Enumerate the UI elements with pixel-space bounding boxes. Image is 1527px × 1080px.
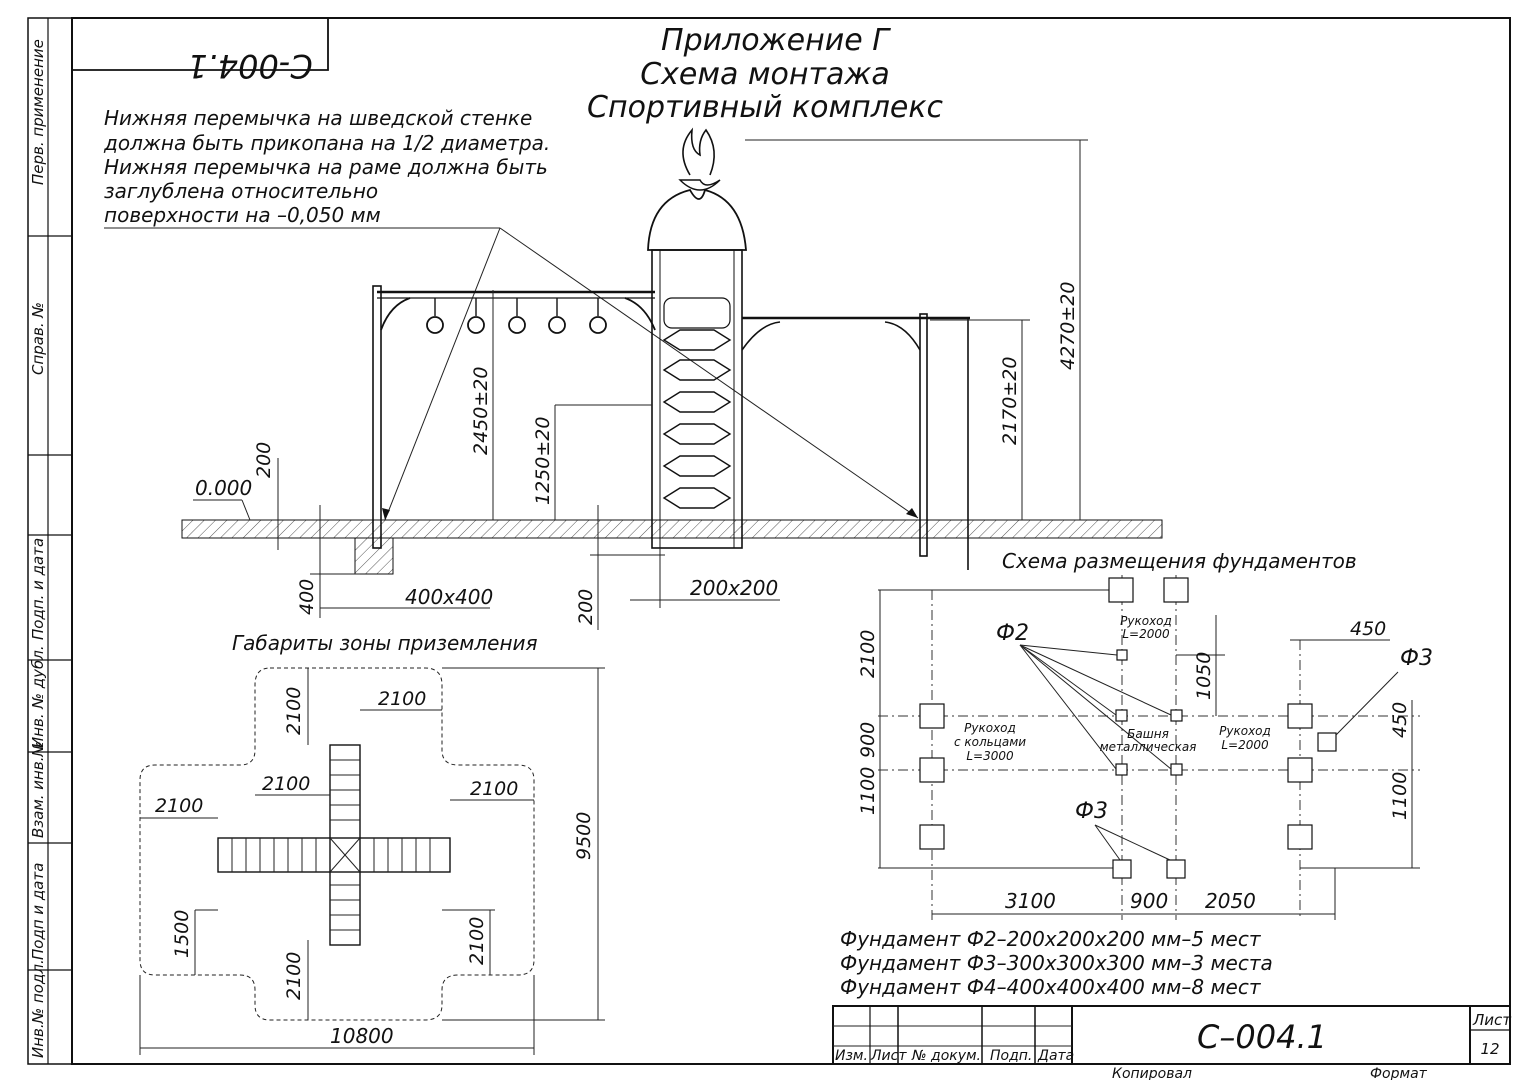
- fd-dim-450-v: 450: [1389, 702, 1411, 738]
- foundation-layout: Схема размещения фундаментов Ф2: [857, 549, 1433, 920]
- tb-header-date: Дата: [1037, 1048, 1074, 1064]
- note-line: Нижняя перемычка на раме должна быть: [104, 155, 548, 179]
- foundation-title: Схема размещения фундаментов: [1002, 549, 1357, 573]
- stamp-code-mirrored: С-004.1: [187, 47, 313, 85]
- side-label-sign-date-1: Подп. и дата: [29, 538, 47, 640]
- tb-sheet-label: Лист: [1472, 1011, 1512, 1029]
- dim-200x200: 200х200: [690, 576, 778, 600]
- side-label-repl-inv: Взам. инв.№: [29, 741, 47, 838]
- zone-rail-top-len: L=2000: [1122, 627, 1170, 641]
- zone-rail-right: Рукоход: [1219, 724, 1271, 738]
- scheme-title: Схема монтажа: [640, 57, 890, 92]
- tb-header-sign: Подп.: [990, 1048, 1032, 1064]
- note-line: Нижняя перемычка на шведской стенке: [104, 106, 532, 130]
- zone-rail-right-len: L=2000: [1221, 738, 1269, 752]
- tb-header-doc: № докум.: [911, 1048, 981, 1064]
- lz-dim-left-arm: 2100: [262, 773, 310, 795]
- dim-2170: 2170±20: [999, 357, 1021, 445]
- fd-dim-2050: 2050: [1205, 889, 1256, 913]
- fd-dim-3100: 3100: [1005, 889, 1056, 913]
- fd-dim-900-h: 900: [1130, 889, 1168, 913]
- ground-strip: [181, 519, 1163, 539]
- foundation-note: Фундамент Ф3–300х300х300 мм–3 места: [840, 951, 1273, 975]
- label-f2: Ф2: [996, 621, 1029, 646]
- lz-dim-far-left: 2100: [155, 795, 203, 817]
- side-label-inv-orig: Инв.№ подл.: [29, 959, 47, 1058]
- title-block: Изм. Лист № докум. Подп. Дата С–004.1 Ли…: [832, 1005, 1512, 1080]
- fd-dim-450-h: 450: [1350, 618, 1386, 640]
- fd-dim-2100: 2100: [857, 630, 879, 678]
- tb-format: Формат: [1370, 1066, 1428, 1080]
- zone-rail-top: Рукоход: [1120, 614, 1172, 628]
- tb-copied: Копировал: [1112, 1066, 1192, 1080]
- dim-200-top: 200: [253, 442, 275, 478]
- tb-sheet-number: 12: [1480, 1040, 1499, 1058]
- side-label-ref-no: Справ. №: [29, 302, 47, 375]
- note-line: поверхности на –0,050 мм: [104, 203, 381, 227]
- tb-header-list: Лист: [870, 1048, 907, 1064]
- dim-4270: 4270±20: [1057, 282, 1079, 370]
- lz-dim-1500: 1500: [171, 910, 193, 958]
- leader-line: [499, 227, 919, 519]
- zone-rings-2: с кольцами: [954, 735, 1026, 749]
- flame-icon: [682, 127, 715, 176]
- foundation-400: [354, 537, 394, 575]
- zone-tower-1: Башня: [1127, 727, 1169, 741]
- fd-dim-900-v: 900: [857, 722, 879, 758]
- dim-400: 400: [296, 579, 318, 615]
- zone-rings-1: Рукоход: [964, 721, 1016, 735]
- lz-dim-total-w: 10800: [330, 1024, 394, 1048]
- zone-rings-3: L=3000: [966, 749, 1014, 763]
- elevation-view: 0.000: [181, 127, 1163, 630]
- side-label-sign-date-2: Подп и дата: [29, 863, 47, 960]
- fd-dim-1100-r: 1100: [1389, 772, 1411, 820]
- installation-note: Нижняя перемычка на шведской стенке долж…: [103, 106, 919, 521]
- foundation-note: Фундамент Ф2–200х200х200 мм–5 мест: [840, 927, 1262, 951]
- side-label-inv-dup: Инв. № дубл.: [29, 645, 47, 748]
- sheet-frame: [27, 17, 1511, 1065]
- landing-zone-boundary: [139, 667, 535, 1021]
- dim-200-bottom: 200: [575, 589, 597, 625]
- lz-dim-bottom-r: 2100: [466, 917, 488, 965]
- product-title: Спортивный комплекс: [587, 90, 943, 125]
- leader-line: [384, 227, 501, 521]
- gymnastic-rings: [426, 298, 607, 334]
- appendix-title: Приложение Г: [661, 23, 891, 58]
- fd-dim-1050: 1050: [1193, 652, 1215, 700]
- lz-dim-bottom-l: 2100: [283, 952, 305, 1000]
- ground-level-label: 0.000: [195, 476, 252, 500]
- metal-tower: [647, 127, 747, 549]
- top-left-stamp: С-004.1: [72, 18, 329, 85]
- lz-dim-top-h: 2100: [378, 688, 426, 710]
- tb-header-izm: Изм.: [835, 1048, 868, 1064]
- label-f3-bottom: Ф3: [1075, 799, 1108, 824]
- lz-dim-total-h: 9500: [573, 812, 595, 860]
- lz-dim-top-v: 2100: [283, 687, 305, 735]
- note-line: заглублена относительно: [104, 179, 378, 203]
- label-f3-right: Ф3: [1400, 646, 1433, 671]
- landing-zone-title: Габариты зоны приземления: [232, 631, 538, 655]
- dim-400x400: 400х400: [405, 585, 493, 609]
- foundation-note: Фундамент Ф4–400х400х400 мм–8 мест: [840, 975, 1262, 999]
- fd-dim-1100-l: 1100: [857, 767, 879, 815]
- landing-zone-plan: Габариты зоны приземления 2100 2100 2100…: [139, 631, 605, 1055]
- side-label-first-use: Перв. применение: [29, 39, 47, 185]
- lz-dim-right-arm: 2100: [470, 778, 518, 800]
- dim-1250: 1250±20: [532, 417, 554, 505]
- note-line: должна быть прикопана на 1/2 диаметра.: [103, 131, 550, 155]
- monkey-bar-frame: [741, 313, 970, 570]
- dim-2450: 2450±20: [470, 367, 492, 455]
- tb-document-code: С–004.1: [1197, 1018, 1327, 1056]
- zone-tower-2: металлическая: [1100, 740, 1197, 754]
- ring-frame-post: [372, 285, 382, 549]
